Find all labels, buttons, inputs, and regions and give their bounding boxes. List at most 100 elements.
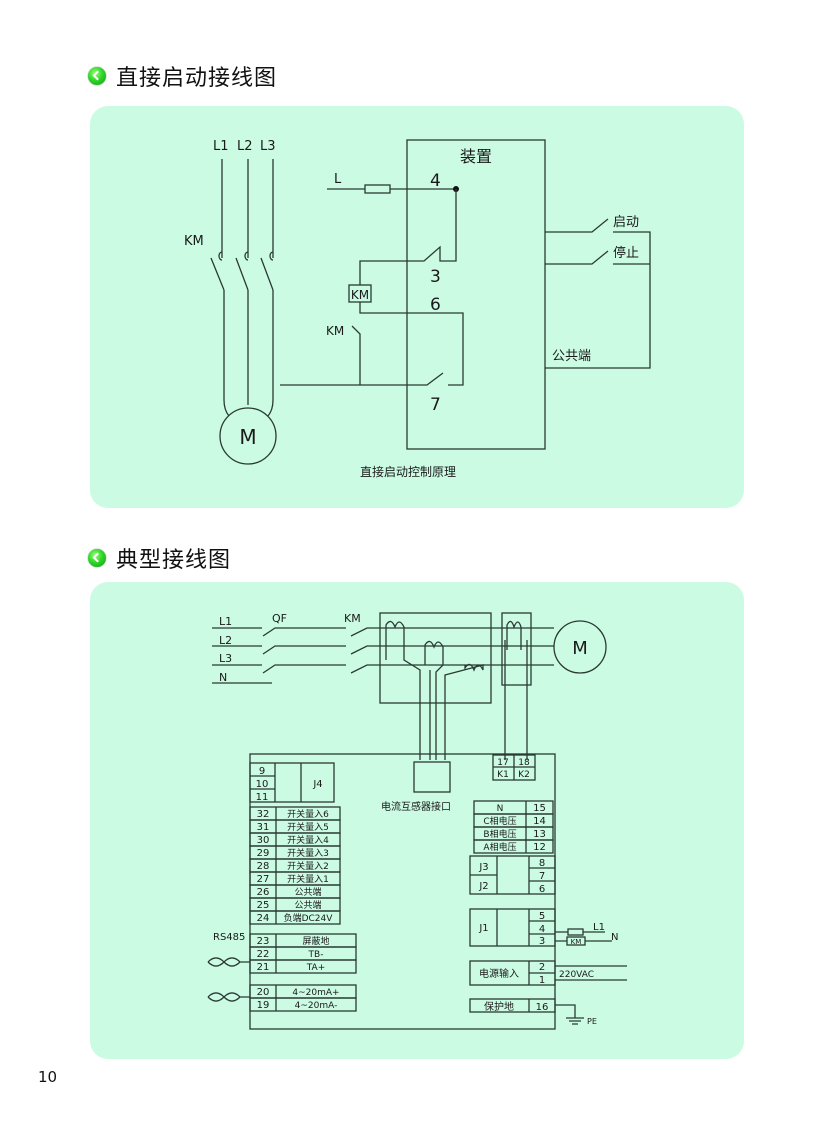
terminal-number: 20: [257, 987, 270, 998]
typical-wiring-diagram: L1 L2 L3 N QF KM M 电流互感器接口 17 18 K1 K2: [207, 612, 627, 1030]
input-label: L1: [219, 615, 232, 628]
terminal-number: 19: [257, 1000, 270, 1011]
j4-pin: 10: [256, 779, 269, 790]
k-terminal-label: K1: [497, 770, 509, 780]
terminal-row: [249, 997, 357, 1012]
j3j2-pin: 7: [539, 871, 545, 882]
aux-km-label: KM: [326, 324, 344, 338]
terminal-label: 负端DC24V: [284, 912, 334, 924]
terminal-label: 屏蔽地: [302, 935, 329, 947]
terminal-label: 开关量入4: [287, 834, 329, 846]
j1-pin: 3: [539, 936, 545, 947]
j4-pin: 11: [256, 792, 269, 803]
terminal-label: TA+: [306, 963, 326, 973]
terminal-row: [249, 959, 357, 974]
terminal-number: 31: [257, 822, 270, 833]
j3j2-pin: 8: [539, 858, 545, 869]
k-ct-box: [501, 612, 532, 686]
j4-block: [249, 762, 335, 803]
ground-label: 保护地: [484, 1000, 514, 1013]
j1-n-label: N: [611, 932, 618, 943]
chevron-bullet-icon: [88, 549, 106, 567]
input-label: N: [219, 671, 227, 684]
j4-label: J4: [312, 779, 322, 790]
terminal-3: 3: [430, 267, 441, 287]
j1-km-label: KM: [571, 938, 582, 946]
j1-label: J1: [478, 923, 488, 934]
motor-label: M: [572, 638, 588, 659]
j3-label: J3: [478, 862, 488, 873]
k-terminal-num: 18: [518, 758, 530, 768]
km-coil-label: KM: [351, 288, 369, 302]
terminal-number: 13: [533, 829, 546, 840]
power-pin: 2: [539, 962, 545, 973]
terminal-label: N: [497, 804, 504, 814]
typical-wiring-diagram-panel: L1 L2 L3 N QF KM M 电流互感器接口 17 18 K1 K2: [90, 582, 744, 1059]
terminal-6: 6: [430, 295, 441, 315]
phase-label: L3: [260, 139, 276, 154]
terminal-label: B相电压: [483, 828, 516, 840]
terminal-label: 开关量入5: [287, 821, 329, 833]
pe-label: PE: [587, 1017, 597, 1026]
terminal-row: [473, 839, 554, 854]
qf-label: QF: [272, 612, 287, 625]
terminal-number: 25: [257, 900, 270, 911]
terminal-number: 30: [257, 835, 270, 846]
input-label: L2: [219, 634, 232, 647]
terminal-number: 23: [257, 936, 270, 947]
terminal-number: 15: [533, 803, 546, 814]
terminal-label: 开关量入2: [287, 860, 329, 872]
terminal-number: 26: [257, 887, 270, 898]
motor-symbol: [219, 407, 277, 465]
km-label: KM: [184, 234, 204, 249]
terminal-4: 4: [430, 171, 441, 191]
terminal-label: 公共端: [294, 899, 321, 911]
terminal-label: 4~20mA-: [295, 1001, 338, 1011]
start-label: 启动: [613, 215, 639, 230]
terminal-label: 开关量入1: [287, 873, 329, 885]
j4-pin: 9: [259, 766, 265, 777]
phase-label: L2: [237, 139, 253, 154]
phase-label: L1: [213, 139, 229, 154]
motor-symbol: [553, 620, 607, 674]
chevron-bullet-icon: [88, 67, 106, 85]
input-label: L3: [219, 652, 232, 665]
km-label: KM: [344, 612, 361, 625]
terminal-number: 27: [257, 874, 270, 885]
k-terminal-num: 17: [497, 758, 508, 768]
j3j2-pin: 6: [539, 884, 545, 895]
terminal-number: 29: [257, 848, 270, 859]
section-title-text: 直接启动接线图: [116, 66, 278, 91]
terminal-number: 28: [257, 861, 270, 872]
rs485-label: RS485: [213, 932, 245, 943]
terminal-row: [249, 910, 341, 925]
j1-pin: 4: [539, 924, 545, 935]
j1-pin: 5: [539, 911, 545, 922]
terminal-label: C相电压: [483, 815, 516, 827]
stop-label: 停止: [613, 245, 639, 261]
ct-jack: [413, 761, 451, 793]
ct-interface-label: 电流互感器接口: [381, 800, 451, 813]
motor-label: M: [239, 425, 256, 449]
terminal-7: 7: [430, 395, 441, 415]
terminal-number: 32: [257, 809, 270, 820]
power-voltage: 220VAC: [559, 970, 594, 980]
terminal-label: A相电压: [483, 841, 516, 853]
terminal-number: 12: [533, 842, 546, 853]
direct-start-diagram-panel: L1 L2 L3 KM M L 装置 4 3 6 7 KM KM: [90, 106, 744, 508]
terminal-number: 14: [533, 816, 546, 827]
j1-l1-label: L1: [593, 922, 605, 933]
terminal-label: 开关量入6: [287, 808, 329, 820]
terminal-label: 开关量入3: [287, 847, 329, 859]
terminal-number: 22: [257, 949, 270, 960]
terminal-number: 24: [257, 913, 270, 924]
terminal-label: TB-: [308, 950, 324, 960]
common-label: 公共端: [552, 349, 591, 364]
direct-start-diagram: L1 L2 L3 KM M L 装置 4 3 6 7 KM KM: [184, 139, 651, 479]
page-number: 10: [38, 1068, 58, 1086]
diagram-caption: 直接启动控制原理: [360, 464, 456, 479]
j1-block: [469, 908, 556, 947]
terminal-number: 21: [257, 962, 270, 973]
l-label: L: [334, 172, 342, 187]
j2-label: J2: [478, 881, 488, 892]
